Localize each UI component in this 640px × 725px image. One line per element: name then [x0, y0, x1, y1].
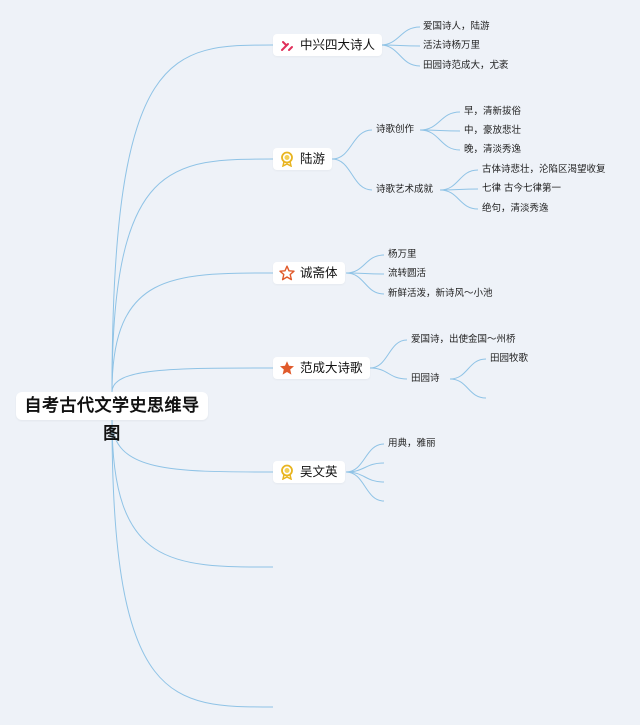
topic-label: 中兴四大诗人: [300, 37, 376, 52]
star-outline-icon: [279, 265, 295, 281]
leaf-node[interactable]: 流转圆活: [388, 268, 427, 279]
connector: [439, 189, 479, 210]
leaf-node[interactable]: 用典，雅丽: [388, 438, 436, 449]
connector: [379, 26, 421, 46]
connector: [331, 158, 373, 191]
connector: [345, 254, 385, 274]
connector: [111, 419, 274, 568]
leaf-node[interactable]: 新鲜活泼，新诗风～小池: [388, 288, 493, 299]
leaf-node[interactable]: 绝句，清淡秀逸: [482, 203, 549, 214]
leaf-node[interactable]: 晚，清淡秀逸: [464, 144, 522, 155]
leaf-node[interactable]: 爱国诗人，陆游: [423, 21, 490, 32]
connector: [111, 367, 274, 393]
root-topic[interactable]: 自考古代文学史思维导图: [16, 392, 208, 444]
connector: [111, 158, 274, 393]
topic-lu-you[interactable]: 陆游: [273, 148, 333, 170]
subtopic-node[interactable]: 诗歌艺术成就: [376, 184, 434, 195]
subtopic-node[interactable]: 爱国诗，出使金国～州桥: [411, 334, 516, 345]
leaf-node[interactable]: 活法诗杨万里: [423, 40, 481, 51]
connector: [439, 169, 479, 191]
star-filled-icon: [279, 360, 295, 376]
topic-label: 吴文英: [300, 464, 338, 479]
connector: [369, 339, 408, 369]
topic-label: 诚斋体: [300, 265, 338, 280]
topic-chengzhai-style[interactable]: 诚斋体: [273, 262, 345, 284]
connector: [345, 462, 385, 473]
leaf-node[interactable]: 早，清新拔俗: [464, 106, 522, 117]
connector: [331, 129, 373, 160]
connector: [419, 129, 461, 151]
subtopic-node[interactable]: 诗歌创作: [376, 124, 415, 135]
tools-icon: [279, 37, 295, 53]
subtopic-node[interactable]: 田园诗: [411, 373, 440, 384]
connector: [111, 419, 274, 473]
leaf-node[interactable]: 杨万里: [388, 249, 417, 260]
connector: [111, 44, 274, 393]
leaf-node[interactable]: 田园牧歌: [490, 353, 529, 364]
topic-fan-chengda-poetry[interactable]: 范成大诗歌: [273, 357, 370, 379]
leaf-node[interactable]: 田园诗范成大，尤袤: [423, 60, 509, 71]
connector: [379, 44, 421, 67]
topic-label: 陆游: [300, 151, 326, 166]
leaf-node[interactable]: 七律 古今七律第一: [482, 183, 562, 194]
connector: [369, 367, 408, 380]
leaf-node[interactable]: 中，豪放悲壮: [464, 125, 522, 136]
connector: [419, 111, 461, 131]
connector: [111, 419, 274, 708]
topic-zhongxing-poets[interactable]: 中兴四大诗人: [273, 34, 383, 56]
connector: [345, 272, 385, 295]
connector: [449, 358, 487, 380]
ribbon-badge-icon: [279, 151, 295, 168]
connector: [345, 443, 385, 473]
connector: [345, 471, 385, 502]
connector: [449, 378, 487, 399]
ribbon-badge-icon: [279, 464, 295, 481]
topic-label: 范成大诗歌: [300, 360, 363, 375]
connector: [111, 272, 274, 393]
leaf-node[interactable]: 古体诗悲壮，沦陷区渴望收复: [482, 164, 606, 175]
topic-wu-wenying[interactable]: 吴文英: [273, 461, 345, 483]
